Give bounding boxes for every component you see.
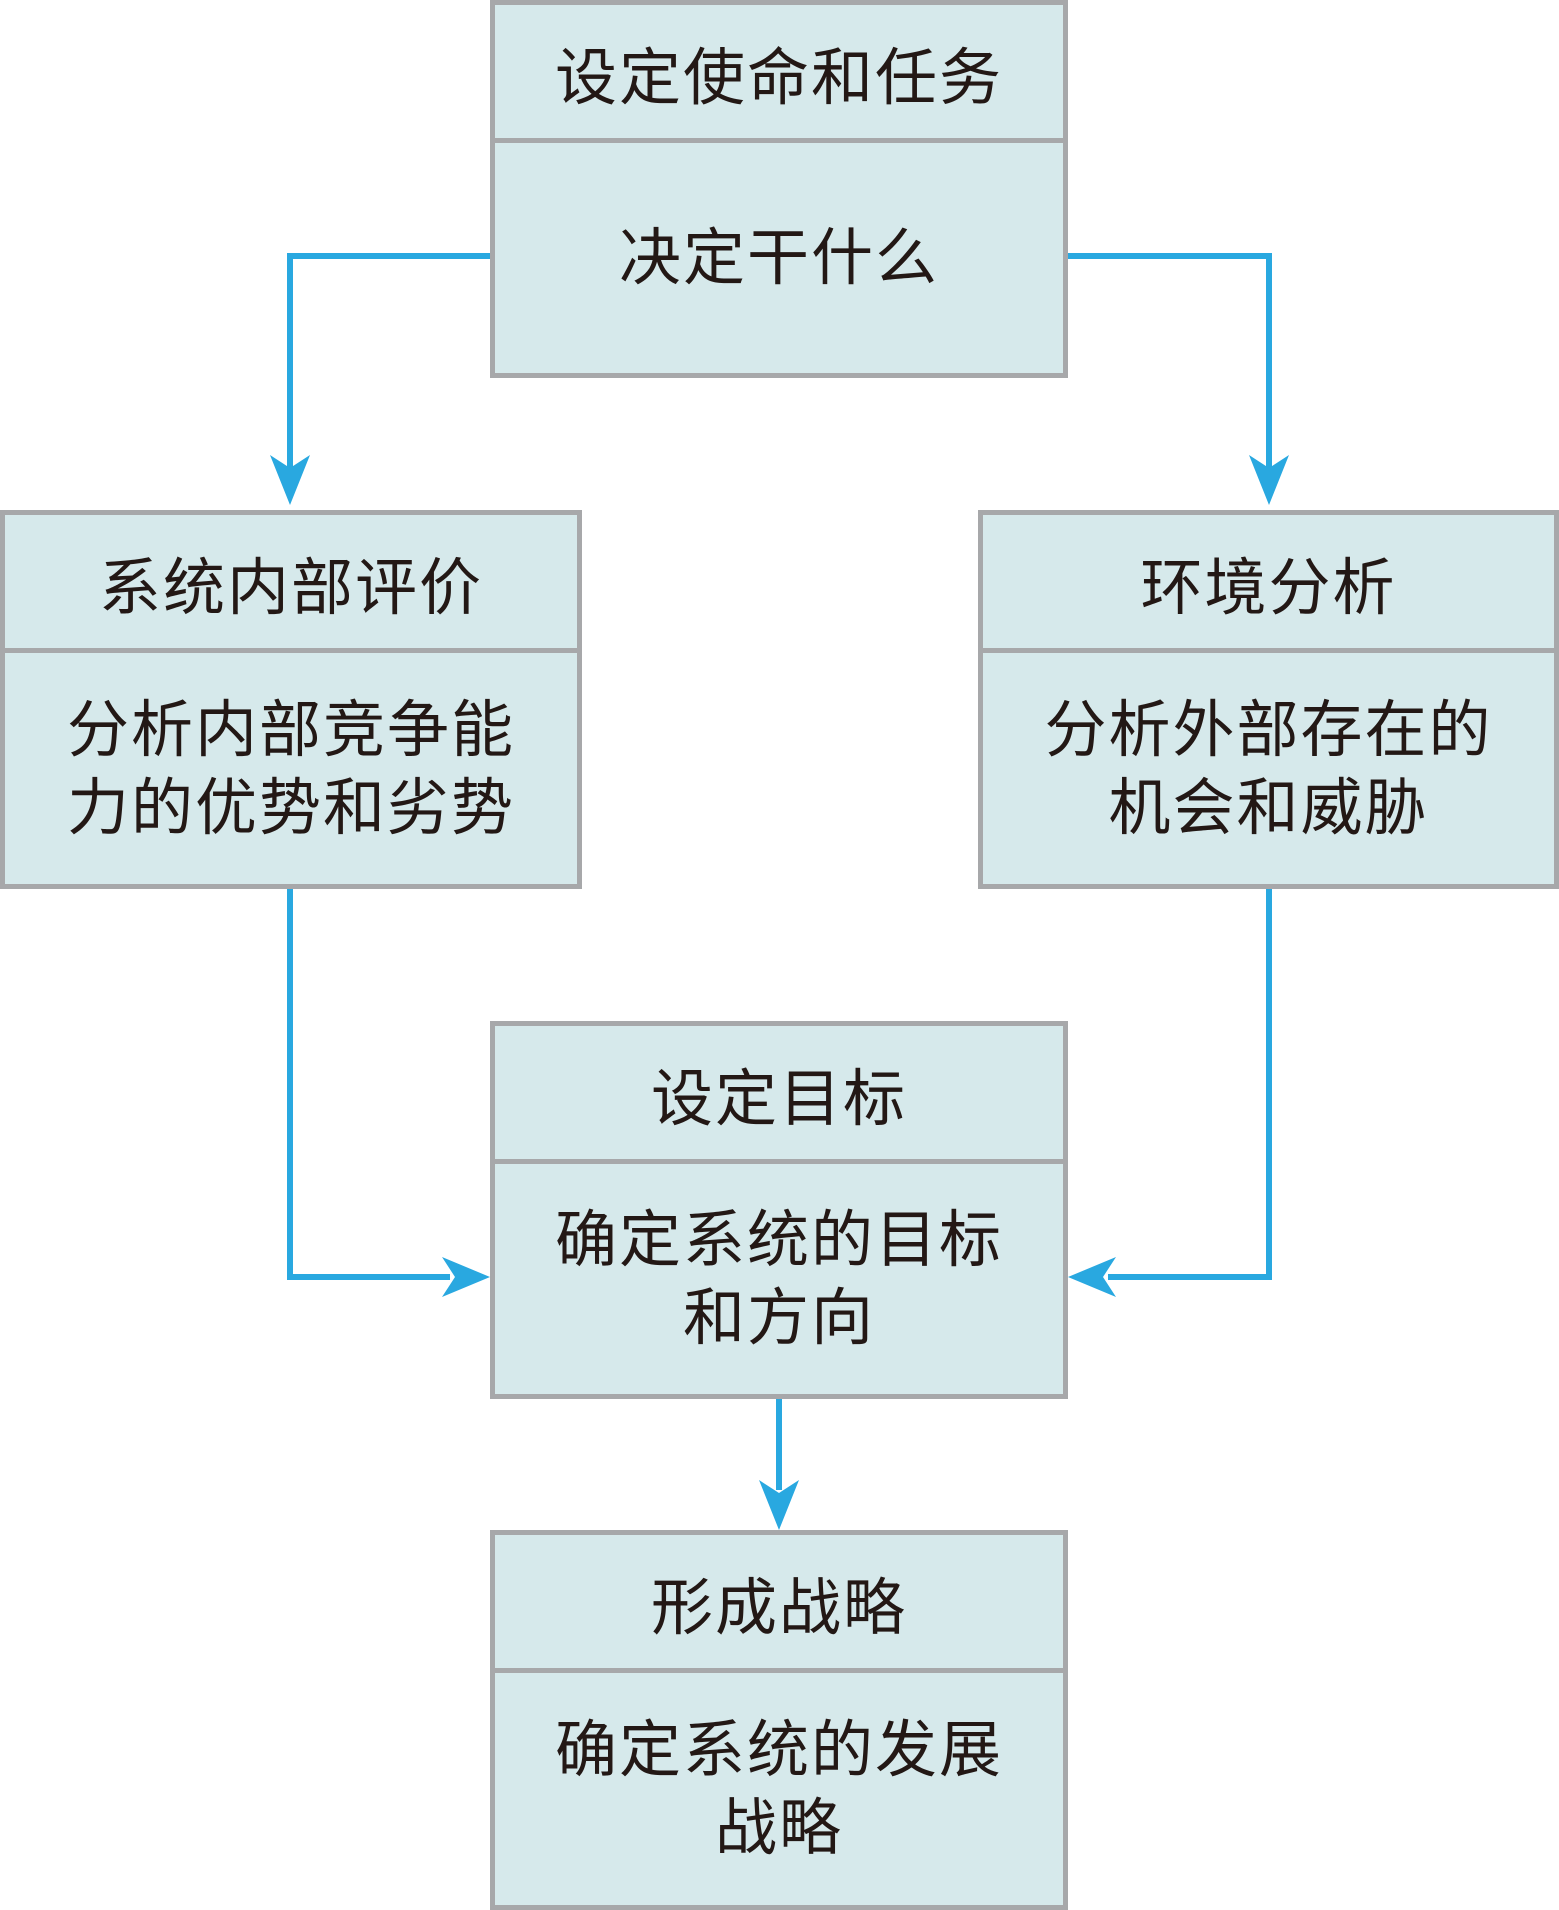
edge-mission-to-environment [1068, 253, 1272, 470]
arrowhead-strategy [759, 1480, 799, 1530]
arrowhead-goals-right [1068, 1257, 1116, 1297]
node-mission-title: 设定使命和任务 [495, 5, 1063, 143]
desc-line: 分析外部存在的 [1044, 692, 1493, 766]
desc-line: 和方向 [682, 1281, 875, 1354]
arrowhead-environment [1249, 455, 1289, 505]
edge-environment-to-goals [1108, 887, 1272, 1280]
desc-line: 机会和威胁 [1108, 770, 1429, 844]
arrowhead-internal [270, 455, 310, 505]
node-mission: 设定使命和任务 决定干什么 [490, 0, 1068, 378]
node-mission-desc: 决定干什么 [618, 221, 939, 294]
desc-line: 确定系统的发展 [554, 1713, 1003, 1786]
node-internal-desc: 分析内部竞争能 力的优势和劣势 [5, 653, 577, 884]
desc-line: 确定系统的目标 [554, 1203, 1003, 1276]
node-goals-desc: 确定系统的目标 和方向 [495, 1164, 1063, 1394]
edge-internal-to-goals [287, 887, 450, 1280]
node-strategy-desc: 确定系统的发展 战略 [495, 1673, 1063, 1905]
node-strategy: 形成战略 确定系统的发展 战略 [490, 1530, 1068, 1910]
node-goals-title: 设定目标 [495, 1026, 1063, 1164]
node-environment-title: 环境分析 [983, 515, 1554, 653]
node-environment: 环境分析 分析外部存在的 机会和威胁 [978, 510, 1559, 889]
node-strategy-title: 形成战略 [495, 1535, 1063, 1673]
desc-line: 力的优势和劣势 [66, 770, 515, 844]
node-internal-title: 系统内部评价 [5, 515, 577, 653]
desc-line: 分析内部竞争能 [66, 692, 515, 766]
desc-line: 战略 [714, 1791, 843, 1864]
arrowhead-goals-left [442, 1257, 490, 1297]
node-environment-desc: 分析外部存在的 机会和威胁 [983, 653, 1554, 884]
edge-mission-to-internal [287, 253, 490, 470]
node-internal: 系统内部评价 分析内部竞争能 力的优势和劣势 [0, 510, 582, 889]
node-goals: 设定目标 确定系统的目标 和方向 [490, 1021, 1068, 1399]
